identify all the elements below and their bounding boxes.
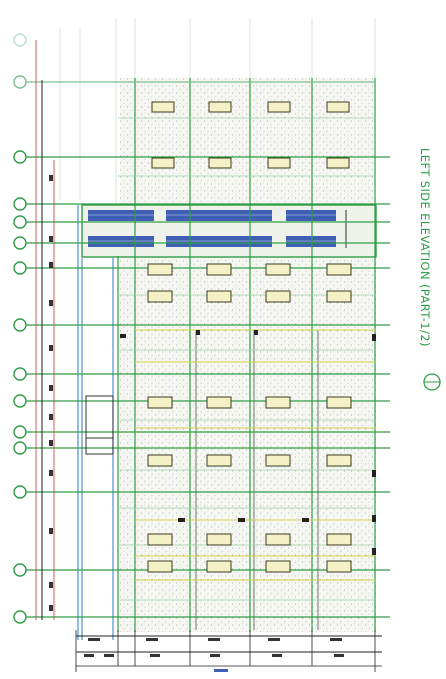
facade-ticks xyxy=(120,330,376,555)
column-lines xyxy=(117,78,376,632)
section-marker-icon xyxy=(85,395,114,455)
title-marker-icon xyxy=(423,373,441,391)
elevation-title: LEFT SIDE ELEVATION (PART-1/2) xyxy=(414,148,436,398)
dimension-chain-horizontal xyxy=(75,630,382,672)
floor-lines xyxy=(20,81,390,618)
facade-upper xyxy=(120,78,374,204)
level-bubble-icon xyxy=(13,33,27,624)
elevation-title-text: LEFT SIDE ELEVATION (PART-1/2) xyxy=(418,148,432,347)
blue-guides xyxy=(77,205,114,640)
glazing-band xyxy=(81,204,377,258)
windows xyxy=(147,101,352,573)
dimension-chain-vertical xyxy=(35,40,55,620)
facade-lower xyxy=(118,256,376,632)
